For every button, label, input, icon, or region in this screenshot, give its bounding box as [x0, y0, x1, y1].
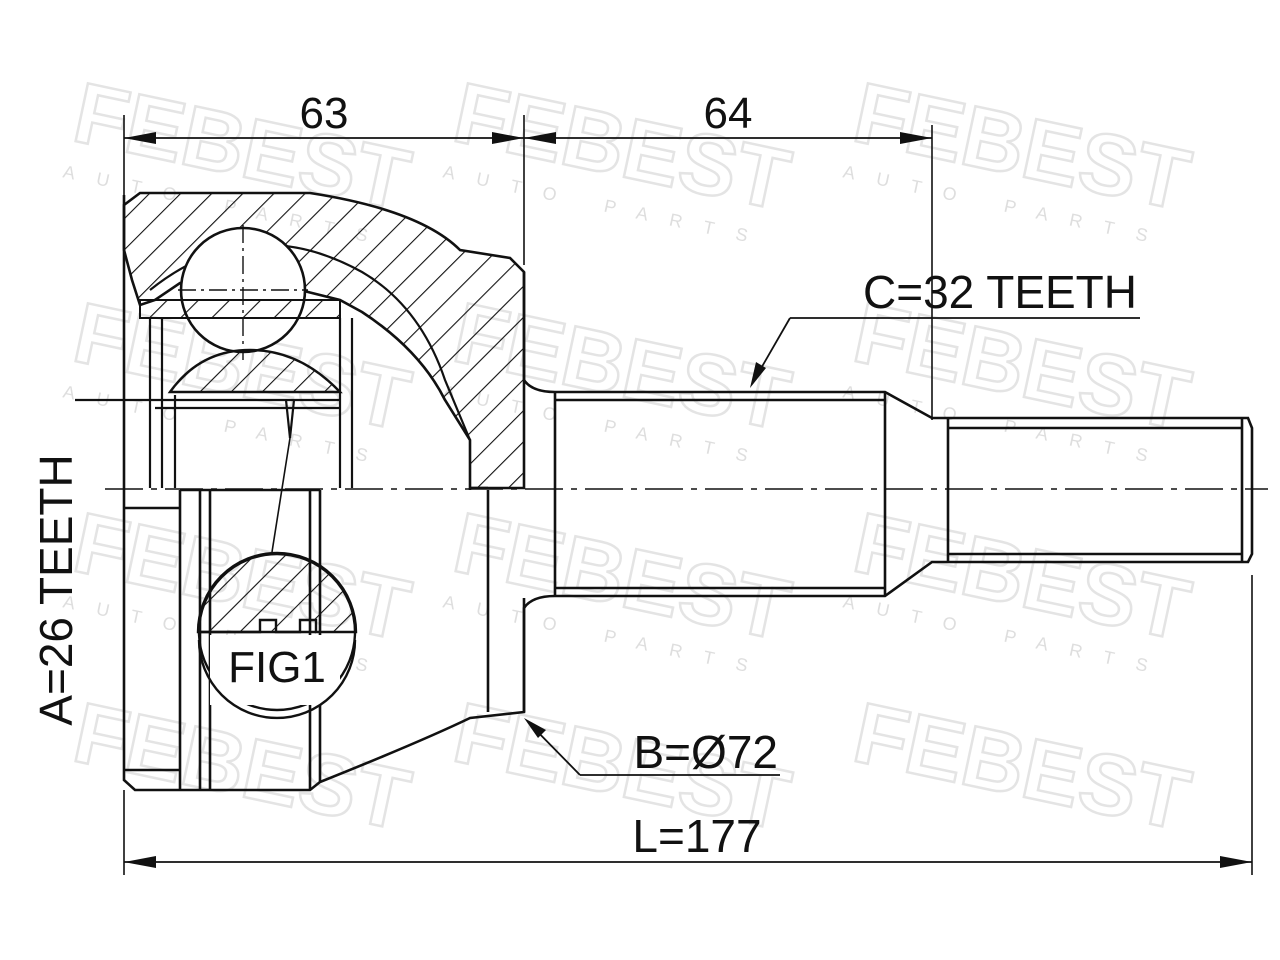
- arrow-head: [524, 718, 546, 738]
- extension-lines: [123, 115, 1253, 875]
- arrow-head: [900, 132, 932, 144]
- total-length-label: L=177: [632, 810, 761, 862]
- dim-label-63: 63: [300, 89, 349, 138]
- fig1-label: FIG1: [228, 643, 326, 692]
- dim-label-64: 64: [704, 89, 753, 138]
- arrow-head: [1220, 856, 1252, 868]
- leaders: [524, 317, 1140, 776]
- fig1-detail: FIG1: [196, 437, 358, 720]
- spline-c-label: C=32 TEETH: [863, 266, 1137, 318]
- spline-a-label: A=26 TEETH: [30, 454, 82, 725]
- inner-race-lines: [75, 318, 354, 488]
- cage-hatch: [139, 299, 341, 319]
- watermark-brand: FEBEST: [846, 685, 1198, 849]
- watermark-layer: FEBEST AUTO PARTS FEBEST AUTO PARTS FEBE…: [61, 63, 1199, 850]
- arrow-head: [492, 132, 524, 144]
- abs-b-label: B=Ø72: [634, 726, 779, 778]
- stub-shaft: [522, 272, 1254, 712]
- arrow-head: [124, 132, 156, 144]
- inner-race-hatch: [167, 348, 343, 394]
- arrow-head: [124, 856, 156, 868]
- dimension-lines: [124, 132, 1252, 868]
- arrow-head: [524, 132, 556, 144]
- arrow-head: [750, 362, 766, 388]
